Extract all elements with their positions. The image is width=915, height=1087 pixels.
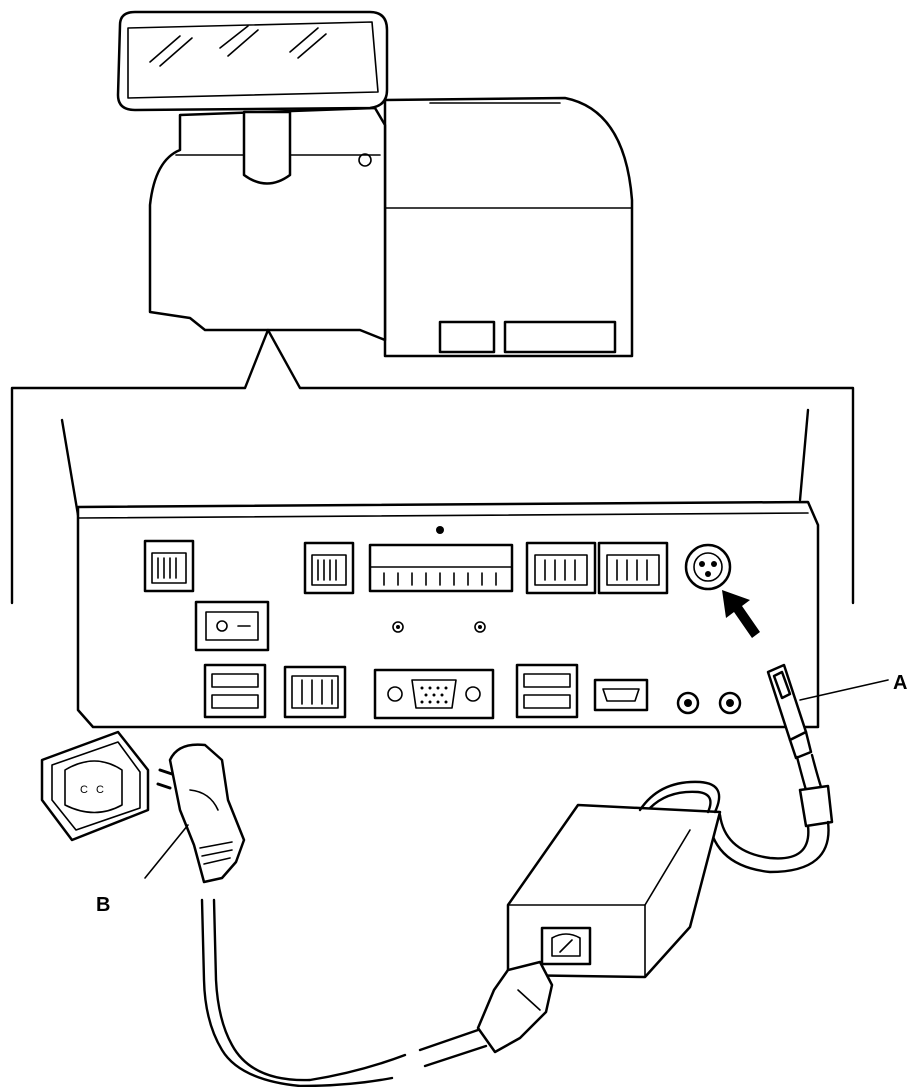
hdmi-port xyxy=(593,678,649,712)
terminal-block-connector xyxy=(368,526,514,593)
audio-jacks xyxy=(676,691,742,715)
dc-plug xyxy=(766,663,813,760)
zoom-callout-bracket xyxy=(10,328,855,605)
usb-ports xyxy=(203,663,267,719)
rj45-port xyxy=(303,541,355,595)
power-adapter xyxy=(506,780,722,979)
display-stand xyxy=(242,110,292,185)
rj45-port xyxy=(525,541,597,595)
iec-plug xyxy=(476,960,554,1054)
leader-line-a xyxy=(799,679,889,701)
callout-label-b: B xyxy=(96,894,111,916)
rj45-port xyxy=(143,539,195,593)
schuko-plug xyxy=(156,743,246,884)
dc-power-socket xyxy=(684,543,732,591)
arrow-icon xyxy=(722,590,760,638)
dc-cable xyxy=(795,755,808,792)
svg-text:C: C xyxy=(96,784,104,796)
ferrite-core xyxy=(798,784,834,828)
leader-line-b xyxy=(144,824,189,879)
vga-port xyxy=(373,668,495,720)
pos-terminal xyxy=(116,10,634,358)
rj45-port xyxy=(283,665,347,719)
printer-label-right xyxy=(503,320,617,354)
printer-label-left xyxy=(438,320,496,354)
printer-module xyxy=(383,96,634,358)
wall-socket: C C xyxy=(40,730,150,842)
callout-label-a: A xyxy=(893,672,908,694)
terminal-base xyxy=(148,106,387,342)
svg-text:C: C xyxy=(80,784,88,796)
rear-connector-panel xyxy=(76,500,820,729)
mains-cable xyxy=(418,1028,480,1052)
customer-display xyxy=(116,10,389,112)
power-switch xyxy=(194,600,270,652)
rj45-port xyxy=(597,541,669,595)
usb-ports xyxy=(515,663,579,719)
